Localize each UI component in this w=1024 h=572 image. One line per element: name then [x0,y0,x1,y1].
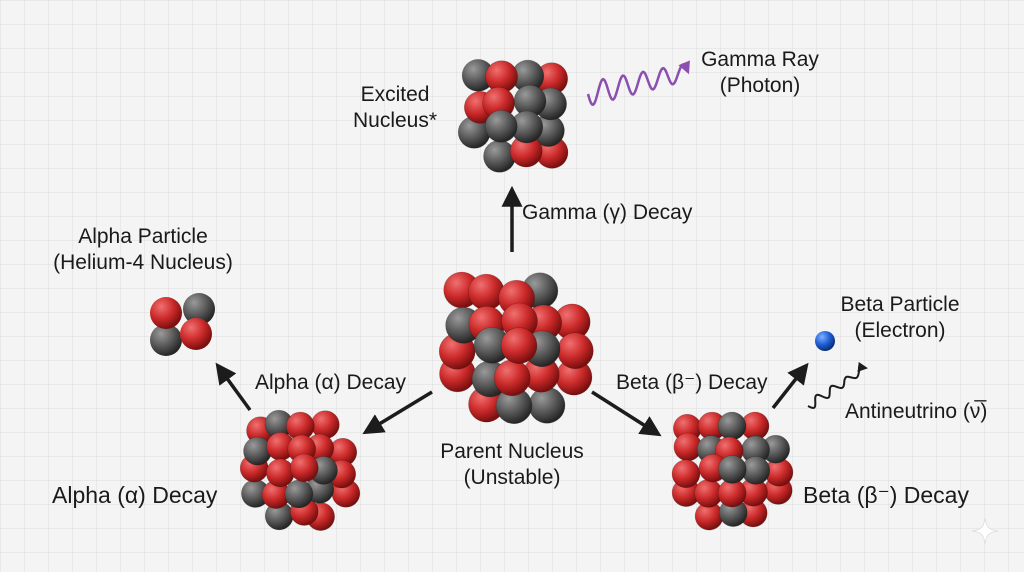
parent-nucleus-label: Parent Nucleus (Unstable) [420,439,604,491]
parent-nucleus-label-line2: (Unstable) [463,466,561,489]
excited-nucleus-label-line2: Nucleus* [352,109,438,132]
parent-nucleus-label-line1: Parent Nucleus [440,440,584,463]
sparkle-icon [971,517,999,545]
gamma-decay-label: Gamma (γ) Decay [522,201,693,224]
alpha-decay-result-label: Alpha (α) Decay [52,482,218,508]
gamma-photon-wave [586,60,690,107]
alpha-particle-label: Alpha Particle (Helium-4 Nucleus) [38,224,248,276]
proton [289,453,319,483]
electron [815,331,835,351]
alpha-particle-label-line2: (Helium-4 Nucleus) [53,251,233,274]
alpha-proton [150,297,182,329]
alpha-neutron [183,293,215,325]
alpha-neutron [150,324,182,356]
alpha-decay-arrow-label: Alpha (α) Decay [255,371,407,394]
parent-nucleus [438,271,594,425]
proton [500,327,538,364]
beta-daughter-nucleus [671,411,794,531]
beta-decay-result-label: Beta (β⁻) Decay [803,482,969,508]
alpha-proton [180,318,212,350]
proton [265,458,295,488]
excited-nucleus-label-line1: Excited [360,83,430,106]
alpha-particle-label-line1: Alpha Particle [78,225,208,248]
proton [493,359,531,397]
alpha-daughter-nucleus [239,409,361,531]
alpha-emission-arrow [215,362,252,412]
beta-particle-label-line1: Beta Particle [840,293,960,316]
gamma-ray-label-line1: Gamma Ray [701,48,819,71]
gamma-ray-label-line2: (Photon) [719,74,801,97]
alpha-particle [150,293,215,356]
beta-particle-label-line2: (Electron) [854,319,946,342]
neutron [717,455,747,484]
neutron [284,479,314,509]
gamma-ray-label: Gamma Ray (Photon) [694,47,826,99]
proton [556,332,594,370]
beta-particle-label: Beta Particle (Electron) [828,292,972,344]
beta-emission-arrow [771,362,809,410]
excited-nucleus-label: Excited Nucleus* [352,82,438,134]
proton [671,459,701,489]
antineutrino-label: Antineutrino (ν̅) [845,400,988,423]
neutron [483,140,516,173]
neutron [528,386,566,424]
neutron [484,110,518,143]
proton [467,273,505,311]
alpha-decay-arrow [362,390,433,435]
neutron [717,411,747,441]
beta-decay-arrow [591,390,662,437]
excited-nucleus [457,59,569,173]
beta-decay-arrow-label: Beta (β⁻) Decay [616,371,768,394]
antineutrino-squiggle [807,361,868,410]
